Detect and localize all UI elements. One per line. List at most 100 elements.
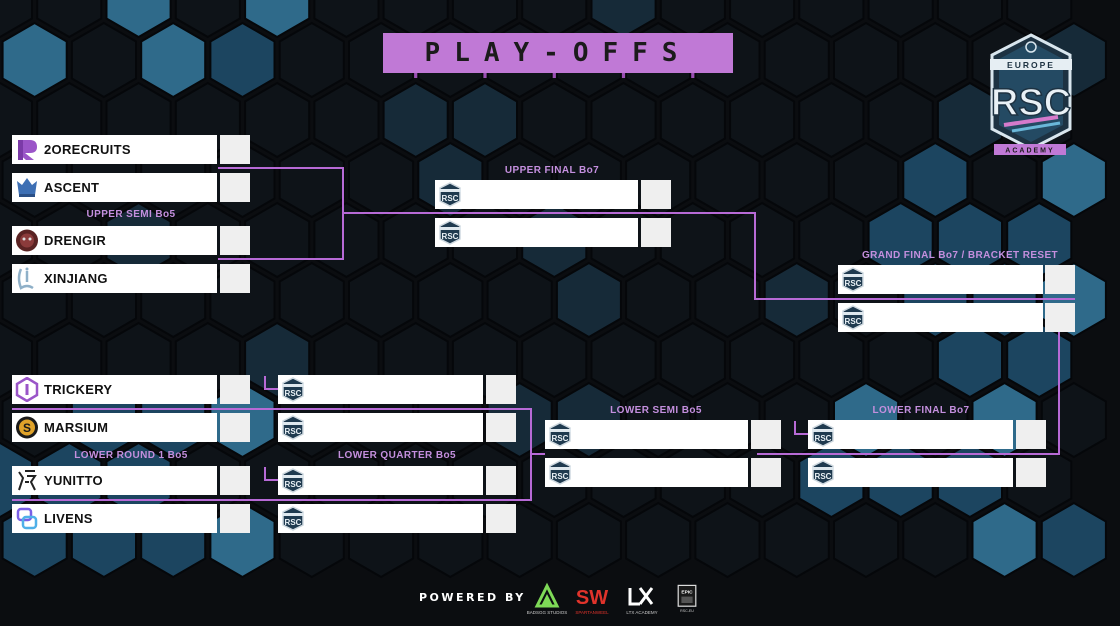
connector-line <box>757 453 1059 455</box>
score-box <box>486 375 516 404</box>
hex-tile <box>798 0 865 39</box>
hex-tile <box>244 201 311 279</box>
hex-tile <box>625 261 692 339</box>
hex-tile <box>1006 0 1073 39</box>
yunitto-logo-icon <box>18 470 37 491</box>
hex-tile <box>313 201 380 279</box>
hex-tile <box>451 0 518 39</box>
hex-tile <box>382 0 449 39</box>
tbd-team-slot[interactable]: RSC <box>278 466 483 495</box>
hex-tile <box>659 0 726 39</box>
hex-tile <box>244 0 311 39</box>
tbd-team-slot[interactable]: RSC <box>545 420 748 449</box>
powered-by-label: POWERED BY <box>419 591 526 604</box>
tbd-team-slot[interactable]: RSC <box>278 504 483 533</box>
rsc-emblem-icon: RSC <box>548 460 572 485</box>
team-name: DRENGIR <box>44 233 107 248</box>
team-name: XINJIANG <box>44 271 108 286</box>
team-slot[interactable]: TRICKERY <box>12 375 217 404</box>
drengir-logo-icon <box>16 229 38 252</box>
sponsor-name: LTX ACADEMY <box>626 610 657 615</box>
hex-tile <box>451 81 518 159</box>
hex-tile <box>902 21 969 99</box>
score-box <box>220 504 250 533</box>
ltx-academy-logo: LTX ACADEMY <box>626 587 658 615</box>
hex-tile <box>659 201 726 279</box>
hex-tile <box>867 201 934 279</box>
sponsor-name: RSC-EU <box>680 609 694 613</box>
tbd-team-slot[interactable]: RSC <box>435 180 638 209</box>
hex-tile <box>763 261 830 339</box>
score-box <box>641 218 671 247</box>
team-slot[interactable]: LIVENS <box>12 504 217 533</box>
connector-line <box>264 376 266 390</box>
hex-tile <box>1 21 68 99</box>
team-slot[interactable]: XINJIANG <box>12 264 217 293</box>
hex-tile <box>729 81 796 159</box>
team-name: TRICKERY <box>44 382 113 397</box>
score-box <box>1016 458 1046 487</box>
rsc-emblem-icon: RSC <box>281 506 305 531</box>
hex-tile <box>313 81 380 159</box>
hex-tile <box>833 21 900 99</box>
score-box <box>751 420 781 449</box>
svg-text:RSC: RSC <box>285 427 302 436</box>
logo-bottom-text: ACADEMY <box>1005 148 1054 155</box>
rsc-emblem-icon: RSC <box>548 422 572 447</box>
team-slot[interactable]: YUNITTO <box>12 466 217 495</box>
hex-tile <box>867 81 934 159</box>
tbd-team-slot[interactable]: RSC <box>278 375 483 404</box>
svg-text:RSC: RSC <box>815 434 832 443</box>
hex-tile <box>36 0 103 39</box>
epic-games-rsc-logo: EPIC RSC-EU <box>677 584 697 613</box>
hex-tile <box>105 0 172 39</box>
team-slot[interactable]: DRENGIR <box>12 226 217 255</box>
team-slot[interactable]: S MARSIUM <box>12 413 217 442</box>
rsc-emblem-icon: RSC <box>811 460 835 485</box>
svg-text:RSC: RSC <box>845 279 862 288</box>
logo-main-text: RSC <box>991 82 1071 124</box>
hex-tile <box>694 141 761 219</box>
connector-line <box>755 298 1075 300</box>
rsc-emblem-icon: RSC <box>438 182 462 207</box>
hex-tile <box>902 141 969 219</box>
hex-tile <box>1040 501 1107 579</box>
tbd-team-slot[interactable]: RSC <box>808 458 1013 487</box>
rsc-emblem-icon: RSC <box>841 305 865 330</box>
svg-text:RSC: RSC <box>552 434 569 443</box>
team-slot[interactable]: ASCENT <box>12 173 217 202</box>
hex-tile <box>486 261 553 339</box>
tbd-team-slot[interactable]: RSC <box>435 218 638 247</box>
spartanweel-logo: SW SPARTANWEEL <box>575 587 609 615</box>
hex-tile <box>70 21 137 99</box>
tbd-team-slot[interactable]: RSC <box>838 303 1043 332</box>
hex-tile <box>555 261 622 339</box>
hex-tile <box>244 81 311 159</box>
tbd-team-slot[interactable]: RSC <box>838 265 1043 294</box>
connector-line <box>12 499 531 501</box>
svg-text:RSC: RSC <box>442 194 459 203</box>
hex-tile <box>382 201 449 279</box>
hex-tile <box>555 501 622 579</box>
tbd-team-slot[interactable]: RSC <box>545 458 748 487</box>
hex-tile <box>763 501 830 579</box>
hex-tile <box>833 501 900 579</box>
svg-text:RSC: RSC <box>285 389 302 398</box>
hex-tile <box>313 0 380 39</box>
upper-semi-label: UPPER SEMI Bo5 <box>86 209 176 220</box>
team-slot[interactable]: 2ORECRUITS <box>12 135 217 164</box>
hex-tile <box>694 501 761 579</box>
hex-tile <box>174 0 241 39</box>
tbd-team-slot[interactable]: RSC <box>808 420 1013 449</box>
hex-tile <box>1040 141 1107 219</box>
connector-line <box>794 421 796 435</box>
hex-tile <box>936 0 1003 39</box>
rsc-emblem-icon: RSC <box>841 267 865 292</box>
connector-line <box>794 433 808 435</box>
svg-text:RSC: RSC <box>845 317 862 326</box>
connector-line <box>264 479 278 481</box>
hex-tile <box>521 81 588 159</box>
tbd-team-slot[interactable]: RSC <box>278 413 483 442</box>
hex-tile <box>140 21 207 99</box>
team-name: MARSIUM <box>44 420 109 435</box>
